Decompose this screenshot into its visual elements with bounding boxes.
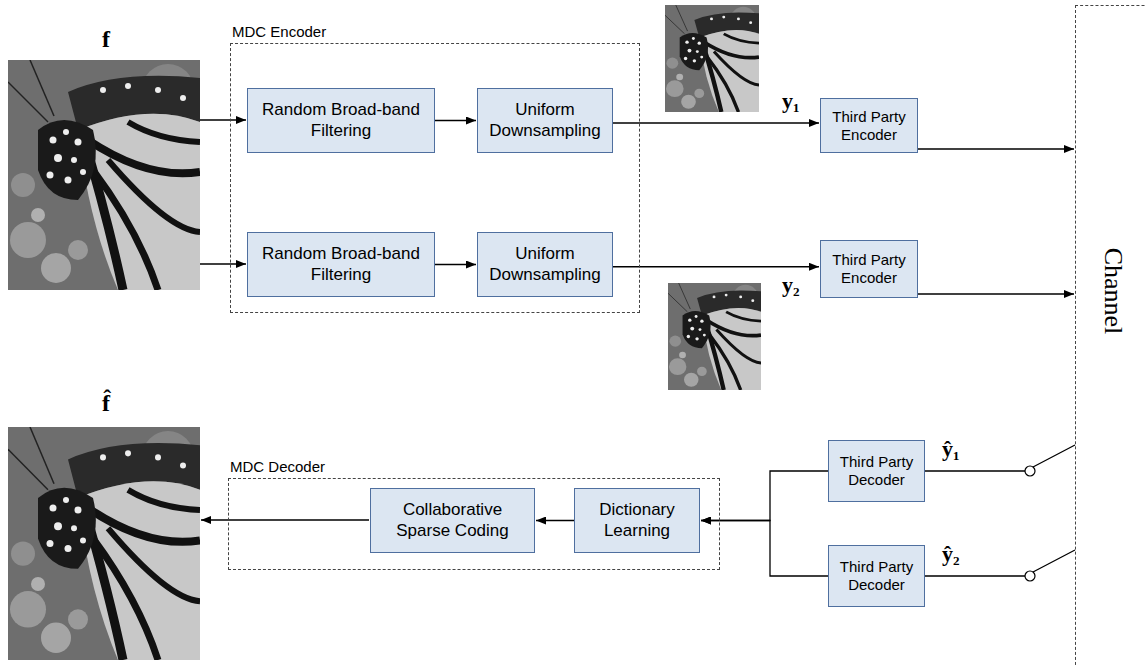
channel-region: Channel [1075,5,1145,665]
group-heading: MDC Decoder [230,458,325,475]
signal-label: y₁ [782,89,800,113]
box-label: Uniform Downsampling [484,100,606,141]
connector-arrow [918,148,1074,149]
box-label: Random Broad-band Filtering [254,244,428,285]
signal-label: ŷ₁ [942,437,960,461]
process-box: Uniform Downsampling [477,232,613,297]
butterfly-image [8,60,200,290]
process-box: Uniform Downsampling [477,88,613,153]
box-label: Third Party Encoder [825,251,913,287]
process-box: Third Party Encoder [820,240,918,298]
process-box: Random Broad-band Filtering [247,88,435,153]
process-box: Third Party Decoder [828,440,925,502]
box-label: Third Party Decoder [833,558,920,594]
box-label: Third Party Decoder [833,453,920,489]
switch-contact [1025,571,1035,581]
process-box: Third Party Encoder [820,98,918,153]
signal-label: y₂ [782,273,800,297]
box-label: Dictionary Learning [581,500,693,541]
connector-arrow [701,471,828,521]
connector-arrow [918,293,1074,294]
output-arrow [201,519,369,520]
signal-label: ŷ₂ [942,542,960,566]
butterfly-image [8,427,200,660]
butterfly-thumbnail [668,283,761,390]
switch-contact [1025,466,1035,476]
process-box: Dictionary Learning [574,488,700,553]
connector-arrow [435,264,476,265]
process-box: Random Broad-band Filtering [247,232,435,297]
box-label: Third Party Encoder [825,108,913,144]
channel-label: Channel [1098,248,1128,335]
connector-arrow [613,266,819,267]
butterfly-thumbnail [665,5,759,112]
connector-arrow [435,120,476,121]
connector-arrow [701,521,828,577]
input-arrow [200,263,246,264]
box-label: Collaborative Sparse Coding [377,500,528,541]
signal-label: f̂ [102,390,110,416]
dashed-group: MDC DecoderCollaborative Sparse CodingDi… [228,478,720,570]
signal-label: f [102,26,110,52]
group-heading: MDC Encoder [232,23,326,40]
box-label: Uniform Downsampling [484,244,606,285]
box-label: Random Broad-band Filtering [254,100,428,141]
connector-arrow [613,122,819,123]
connector-arrow [536,520,574,521]
process-box: Third Party Decoder [828,545,925,607]
input-arrow [200,119,246,120]
dashed-group: MDC EncoderRandom Broad-band FilteringUn… [230,43,640,313]
process-box: Collaborative Sparse Coding [370,488,535,553]
